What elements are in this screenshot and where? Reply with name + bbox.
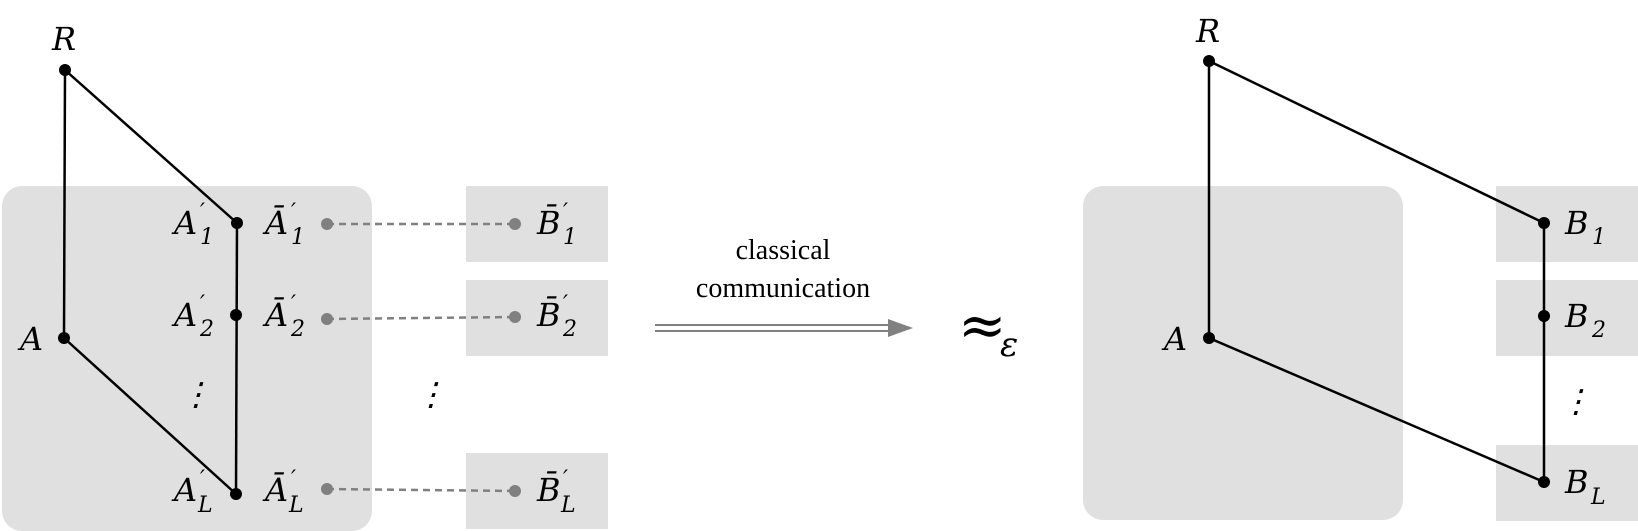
node-Bbar1: [509, 218, 521, 230]
svg-text:B̄: B̄: [536, 296, 561, 334]
edge-R-A-left: [62, 69, 67, 339]
svg-text:2: 2: [562, 317, 577, 342]
label-B2: B 2: [1564, 297, 1606, 343]
approx-epsilon: ε: [1000, 325, 1018, 365]
svg-text:′: ′: [563, 200, 568, 225]
label-AL-prime: A ′ L: [171, 467, 213, 518]
svg-text:B: B: [1564, 204, 1589, 242]
svg-text:1: 1: [200, 225, 214, 250]
svg-text:L: L: [560, 493, 576, 518]
svg-text:A: A: [171, 296, 197, 334]
label-BL: B L: [1564, 463, 1606, 510]
label-Bbar1-prime: B̄ ′ 1: [536, 200, 577, 250]
b2-box: [1496, 280, 1638, 356]
b1-box: [1496, 186, 1638, 262]
label-AbarL-prime: Ā ′ L: [262, 467, 304, 518]
svg-text:B: B: [1564, 297, 1589, 335]
svg-text:2: 2: [290, 317, 305, 342]
svg-text:L: L: [1590, 485, 1606, 510]
dashed-link-L: [326, 487, 516, 493]
label-A1-prime: A ′ 1: [171, 200, 214, 250]
svg-text:′: ′: [291, 467, 296, 492]
dashed-link-2: [326, 315, 516, 321]
arrow-caption-line2: communication: [696, 273, 870, 304]
svg-text:′: ′: [563, 292, 568, 317]
node-A-right: [1203, 332, 1215, 344]
edge-R-B1-right: [1208, 59, 1545, 225]
approx-symbol: ≈: [958, 291, 1007, 359]
svg-text:A: A: [171, 471, 197, 509]
label-R-left: R: [51, 20, 76, 58]
svg-text:′: ′: [200, 200, 205, 225]
node-BbarL: [509, 485, 521, 497]
arrow-caption-line1: classical: [736, 235, 831, 266]
edge-A-AL-left: [63, 337, 237, 495]
svg-text:L: L: [197, 493, 213, 518]
svg-text:B̄: B̄: [536, 204, 561, 242]
bL-box: [1496, 445, 1638, 521]
svg-text:Ā: Ā: [262, 296, 288, 334]
double-arrow: [655, 319, 913, 337]
label-Abar2-prime: Ā ′ 2: [262, 292, 305, 342]
node-B1-right: [1538, 217, 1550, 229]
label-Bbar2-prime: B̄ ′ 2: [536, 292, 577, 342]
svg-text:L: L: [288, 493, 304, 518]
edge-R-A1-left: [64, 69, 238, 224]
svg-text:2: 2: [1591, 318, 1606, 343]
vdots-left-a: ⋮: [180, 375, 212, 413]
label-B1: B 1: [1564, 204, 1606, 250]
svg-text:′: ′: [563, 467, 568, 492]
node-AL-left: [230, 488, 242, 500]
node-Abar1: [321, 218, 333, 230]
label-R-right: R: [1195, 12, 1220, 50]
left-lab-box: [2, 186, 372, 531]
label-Abar1-prime: Ā ′ 1: [262, 200, 305, 250]
node-A1-left: [231, 217, 243, 229]
svg-text:′: ′: [200, 467, 205, 492]
node-BL-right: [1538, 476, 1550, 488]
svg-text:A: A: [171, 204, 197, 242]
label-A-right: A: [1161, 320, 1187, 358]
node-B2-right: [1538, 310, 1550, 322]
node-AbarL: [321, 483, 333, 495]
vdots-left-b: ⋮: [415, 375, 447, 413]
svg-text:1: 1: [563, 225, 577, 250]
node-A2-left: [230, 309, 242, 321]
vdots-right: ⋮: [1560, 382, 1592, 420]
node-R-left: [59, 64, 71, 76]
node-Abar2: [321, 313, 333, 325]
node-R-right: [1203, 55, 1215, 67]
svg-text:Ā: Ā: [262, 471, 288, 509]
svg-text:′: ′: [200, 292, 205, 317]
label-A-left: A: [17, 320, 43, 358]
svg-text:2: 2: [199, 317, 214, 342]
label-A2-prime: A ′ 2: [171, 292, 214, 342]
edge-A-BL-right: [1208, 336, 1545, 484]
svg-text:1: 1: [291, 225, 305, 250]
edge-A1-AL-left: [234, 222, 239, 495]
node-Bbar2: [509, 311, 521, 323]
svg-text:B̄: B̄: [536, 471, 561, 509]
svg-text:′: ′: [291, 200, 296, 225]
svg-text:Ā: Ā: [262, 204, 288, 242]
svg-text:B: B: [1564, 463, 1589, 501]
label-BbarL-prime: B̄ ′ L: [536, 467, 576, 518]
svg-text:1: 1: [1592, 225, 1606, 250]
node-A-left: [58, 332, 70, 344]
svg-text:′: ′: [291, 292, 296, 317]
